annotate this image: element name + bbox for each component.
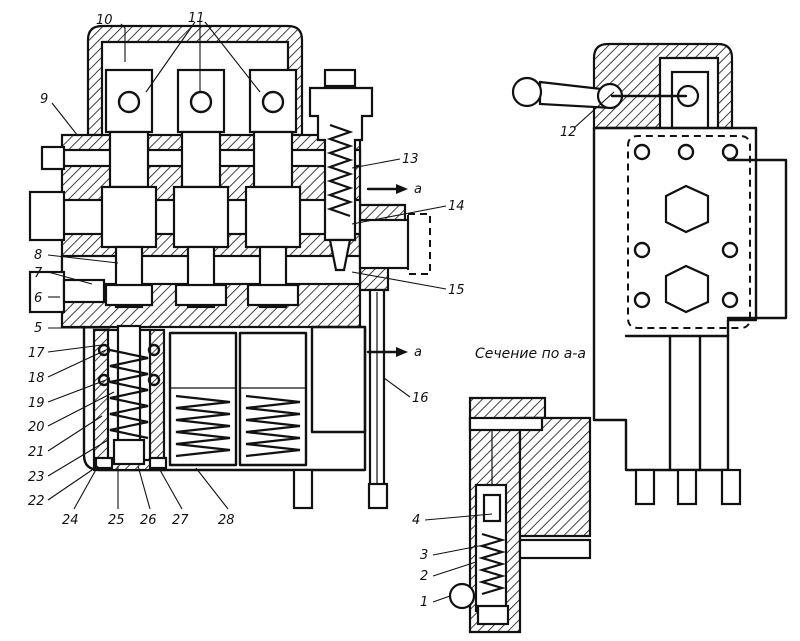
housing-window	[310, 325, 367, 434]
side-stud-3	[720, 468, 742, 506]
leader-lines	[47, 21, 615, 603]
callout-12: 12	[560, 125, 577, 140]
left-fittings	[28, 145, 106, 314]
side-flange	[726, 158, 788, 320]
callout-20: 20	[28, 420, 45, 435]
check-ball	[448, 582, 476, 610]
flow-arrows: а а	[366, 182, 422, 360]
drain-pipe	[368, 288, 386, 488]
section-gap	[518, 538, 592, 560]
control-lever	[511, 76, 700, 110]
flange-bolts	[633, 143, 739, 309]
section-caption: Сечение по а-а	[475, 346, 586, 362]
section-plug	[476, 604, 510, 626]
callout-3: 3	[420, 548, 428, 563]
callout-8: 8	[34, 248, 42, 263]
spool-1	[100, 68, 158, 309]
main-section-view	[28, 24, 431, 510]
side-view	[511, 42, 788, 506]
callout-19: 19	[28, 396, 45, 411]
callout-13: 13	[402, 152, 419, 167]
side-stud-1	[634, 468, 656, 506]
callout-10: 10	[96, 13, 113, 28]
callout-15: 15	[448, 283, 465, 298]
callout-11: 11	[188, 11, 205, 26]
callout-22: 22	[28, 494, 45, 509]
callout-24: 24	[62, 513, 79, 528]
section-piston	[482, 493, 502, 523]
callout-7: 7	[34, 266, 43, 281]
callout-21: 21	[28, 445, 45, 460]
side-stud-2	[676, 468, 698, 506]
callout-6: 6	[34, 291, 42, 306]
lock-spring-assembly	[92, 324, 168, 472]
callout-25: 25	[108, 513, 125, 528]
callout-18: 18	[28, 371, 45, 386]
arrow-label-upper: а	[414, 182, 422, 197]
callout-16: 16	[412, 391, 429, 406]
hex-plug-upper	[664, 184, 710, 234]
callout-17: 17	[28, 346, 45, 361]
callout-14: 14	[448, 199, 465, 214]
spool-2	[172, 68, 230, 309]
callout-23: 23	[28, 470, 45, 485]
callout-4: 4	[412, 513, 420, 528]
section-body-right	[518, 416, 592, 538]
spring-cup-1	[168, 331, 238, 467]
callout-1: 1	[420, 595, 428, 610]
bottom-stud-right	[367, 482, 389, 510]
callout-labels: 10 11 9 12 13 14 15 16 8 7 6 5 17 18 19 …	[28, 11, 577, 610]
callout-27: 27	[172, 513, 189, 528]
callout-5: 5	[34, 321, 42, 336]
manifold-outline	[627, 135, 751, 329]
callout-26: 26	[140, 513, 157, 528]
section-a-a-view: Сечение по а-а	[448, 346, 592, 634]
bottom-stud-left	[292, 468, 314, 510]
spring-cup-2	[238, 331, 308, 467]
callout-2: 2	[420, 569, 428, 584]
callout-28: 28	[218, 513, 235, 528]
safety-valve	[308, 68, 431, 275]
section-bore	[468, 416, 544, 432]
arrow-label-lower: а	[414, 345, 422, 360]
hex-plug-lower	[664, 264, 710, 314]
callout-9: 9	[40, 92, 48, 107]
spool-3	[244, 68, 302, 309]
